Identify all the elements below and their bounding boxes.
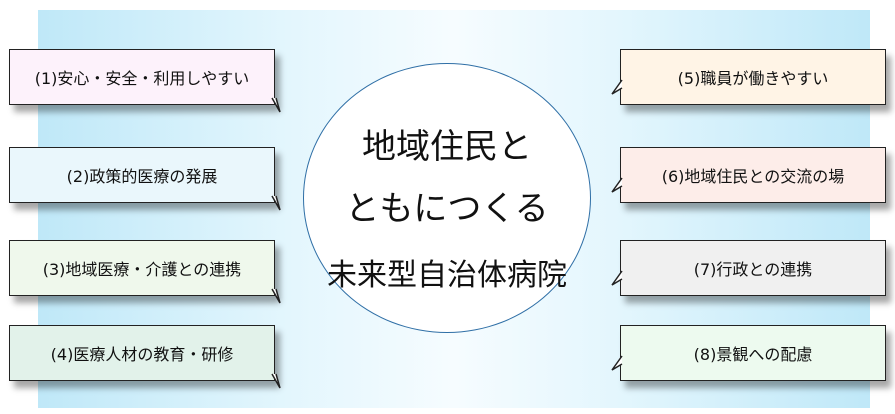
bubble-label: (1)安心・安全・利用しやすい: [34, 69, 250, 88]
bubble-label: (4)医療人材の教育・研修: [50, 345, 234, 364]
bubble-label: (5)職員が働きやすい: [677, 69, 829, 88]
bubble-tail: [271, 195, 281, 211]
bubble-tail: [611, 355, 623, 371]
bubble-tail: [271, 97, 281, 113]
bubble-item-1: (1)安心・安全・利用しやすい: [9, 49, 281, 113]
bubble-label: (8)景観への配慮: [693, 345, 813, 364]
bubble-item-8: (8)景観への配慮: [611, 325, 886, 381]
bubble-item-6: (6)地域住民との交流の場: [611, 147, 886, 203]
bubble-tail: [611, 177, 623, 193]
bubble-item-2: (2)政策的医療の発展: [9, 147, 281, 211]
bubble-label: (7)行政との連携: [693, 260, 813, 279]
bubble-label: (3)地域医療・介護との連携: [42, 260, 242, 279]
bubble-item-7: (7)行政との連携: [611, 240, 886, 296]
bubble-item-3: (3)地域医療・介護との連携: [9, 240, 281, 304]
bubble-label: (6)地域住民との交流の場: [661, 167, 845, 186]
bubble-tail: [271, 373, 281, 389]
bubble-tail: [271, 288, 281, 304]
bubble-item-5: (5)職員が働きやすい: [611, 49, 886, 105]
bubble-item-4: (4)医療人材の教育・研修: [9, 325, 281, 389]
center-title-line2: ともにつくる: [345, 189, 549, 229]
center-circle: 地域住民と ともにつくる 未来型自治体病院: [303, 63, 591, 333]
bubble-label: (2)政策的医療の発展: [66, 167, 218, 186]
bubble-tail: [611, 79, 623, 95]
center-title-line3: 未来型自治体病院: [327, 258, 567, 293]
center-title-line1: 地域住民と: [362, 127, 532, 167]
bubble-tail: [611, 270, 623, 286]
